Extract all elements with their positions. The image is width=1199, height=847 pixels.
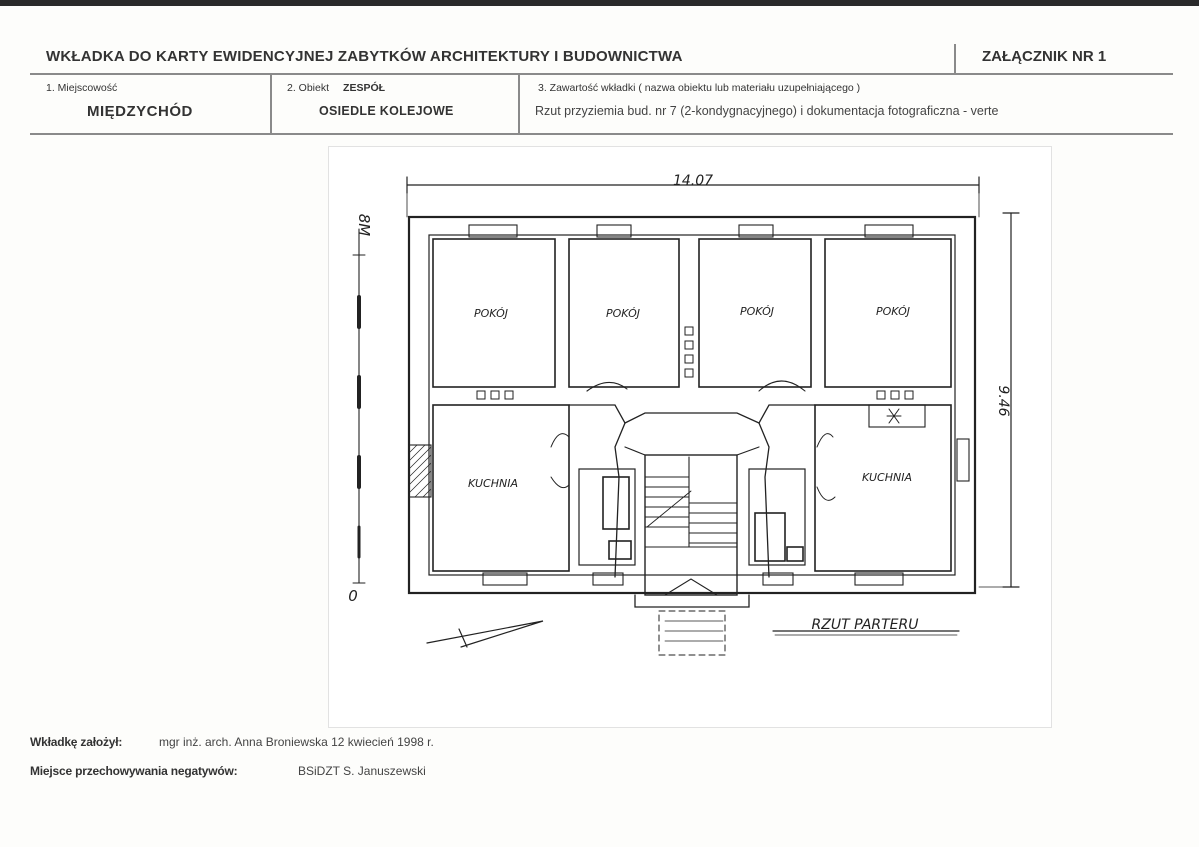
room-label-pokoj-1: POKÓJ: [474, 307, 508, 320]
content-value: Rzut przyziemia bud. nr 7 (2-kondygnacyj…: [535, 104, 999, 118]
room-label-kuchnia-left: KUCHNIA: [468, 477, 518, 490]
divider-fields-bottom: [30, 133, 1173, 135]
negatives-value: BSiDZT S. Januszewski: [298, 764, 426, 778]
floor-plan-sheet: 14.07 9.46 8M 0 POKÓJ POKÓJ POKÓJ POKÓJ …: [328, 146, 1052, 728]
object-label: 2. Obiekt ZESPÓŁ: [287, 82, 385, 94]
object-type: ZESPÓŁ: [343, 82, 386, 94]
author-value: mgr inż. arch. Anna Broniewska 12 kwieci…: [159, 735, 434, 749]
locality-value: MIĘDZYCHÓD: [87, 103, 193, 120]
locality-label: 1. Miejscowość: [46, 82, 118, 94]
object-label-text: 2. Obiekt: [287, 82, 330, 94]
dimension-height: 9.46: [995, 385, 1011, 416]
dimension-width: 14.07: [673, 173, 713, 189]
object-value: OSIEDLE KOLEJOWE: [319, 104, 454, 118]
room-label-kuchnia-right: KUCHNIA: [862, 471, 912, 484]
divider-fields-1: [270, 74, 272, 134]
content-label: 3. Zawartość wkładki ( nazwa obiektu lub…: [538, 82, 861, 94]
negatives-label: Miejsce przechowywania negatywów:: [30, 764, 238, 778]
annex-number: ZAŁĄCZNIK NR 1: [982, 48, 1107, 65]
plan-caption: RZUT PARTERU: [812, 617, 919, 633]
scale-bottom-label: 0: [348, 587, 358, 605]
author-label: Wkładkę założył:: [30, 735, 123, 749]
record-sheet: WKŁADKA DO KARTY EWIDENCYJNEJ ZABYTKÓW A…: [0, 6, 1199, 847]
sheet-title: WKŁADKA DO KARTY EWIDENCYJNEJ ZABYTKÓW A…: [46, 48, 683, 65]
divider-header-vertical: [954, 44, 956, 74]
divider-header-bottom: [30, 73, 1173, 75]
floor-plan-drawing: 14.07 9.46 8M 0 POKÓJ POKÓJ POKÓJ POKÓJ …: [348, 173, 1020, 656]
room-label-pokoj-4: POKÓJ: [876, 305, 910, 318]
divider-fields-2: [518, 74, 520, 134]
room-label-pokoj-3: POKÓJ: [740, 305, 774, 318]
scale-top-label: 8M: [355, 214, 373, 237]
room-label-pokoj-2: POKÓJ: [606, 307, 640, 320]
